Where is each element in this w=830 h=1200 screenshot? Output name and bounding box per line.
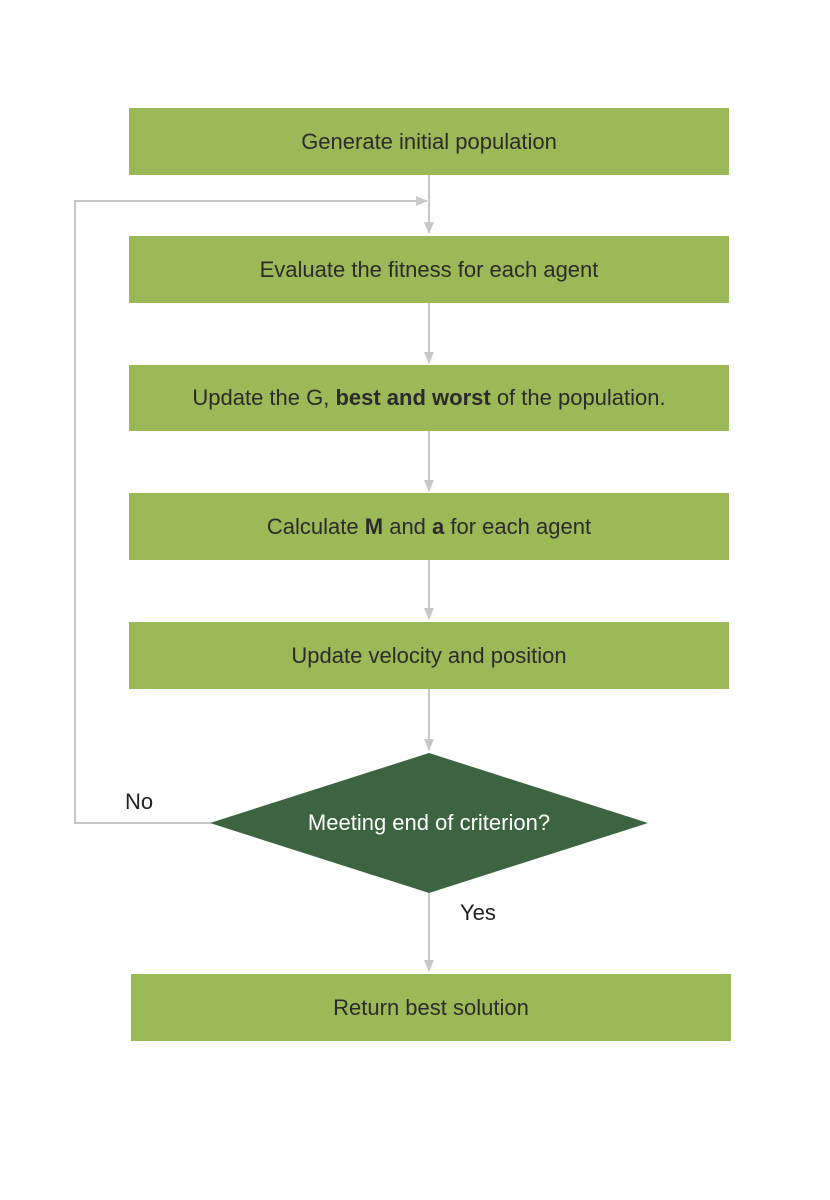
step-update-g-text-post: of the population. bbox=[490, 385, 666, 410]
arrow-no-loop-back bbox=[74, 196, 428, 824]
step-calculate-text-a: a bbox=[432, 513, 445, 539]
step-update-g-best-worst: Update the G, best and worst of the popu… bbox=[129, 365, 729, 431]
step-update-velocity-position: Update velocity and position bbox=[129, 622, 729, 689]
branch-yes-label: Yes bbox=[460, 900, 496, 925]
step-evaluate-fitness-label: Evaluate the fitness for each agent bbox=[259, 256, 599, 282]
step-generate-population: Generate initial population bbox=[129, 108, 729, 175]
step-update-g-label: Update the G, best and worst of the popu… bbox=[192, 385, 665, 411]
step-return-best-solution-label: Return best solution bbox=[333, 994, 529, 1020]
decision-label-text: Meeting end of criterion? bbox=[307, 810, 551, 835]
step-calculate-label: Calculate M and a for each agent bbox=[267, 514, 591, 540]
step-update-g-text-pre: Update the G, bbox=[192, 385, 336, 410]
decision-diamond bbox=[210, 753, 648, 893]
step-calculate-text-mid: and bbox=[383, 513, 433, 539]
step-calculate-m-a: Calculate M and a for each agent bbox=[129, 493, 729, 560]
step-calculate-text-m: M bbox=[364, 513, 384, 539]
step-generate-population-label: Generate initial population bbox=[301, 128, 557, 154]
step-update-g-text-bold: best and worst bbox=[335, 385, 491, 410]
step-calculate-text-post: for each agent bbox=[444, 513, 592, 539]
decision-label: Meeting end of criterion? bbox=[210, 753, 648, 893]
step-calculate-text-pre: Calculate bbox=[266, 513, 365, 539]
step-return-best-solution: Return best solution bbox=[131, 974, 731, 1041]
step-update-velocity-label: Update velocity and position bbox=[291, 642, 567, 668]
step-evaluate-fitness: Evaluate the fitness for each agent bbox=[129, 236, 729, 303]
branch-no-label: No bbox=[125, 789, 154, 814]
